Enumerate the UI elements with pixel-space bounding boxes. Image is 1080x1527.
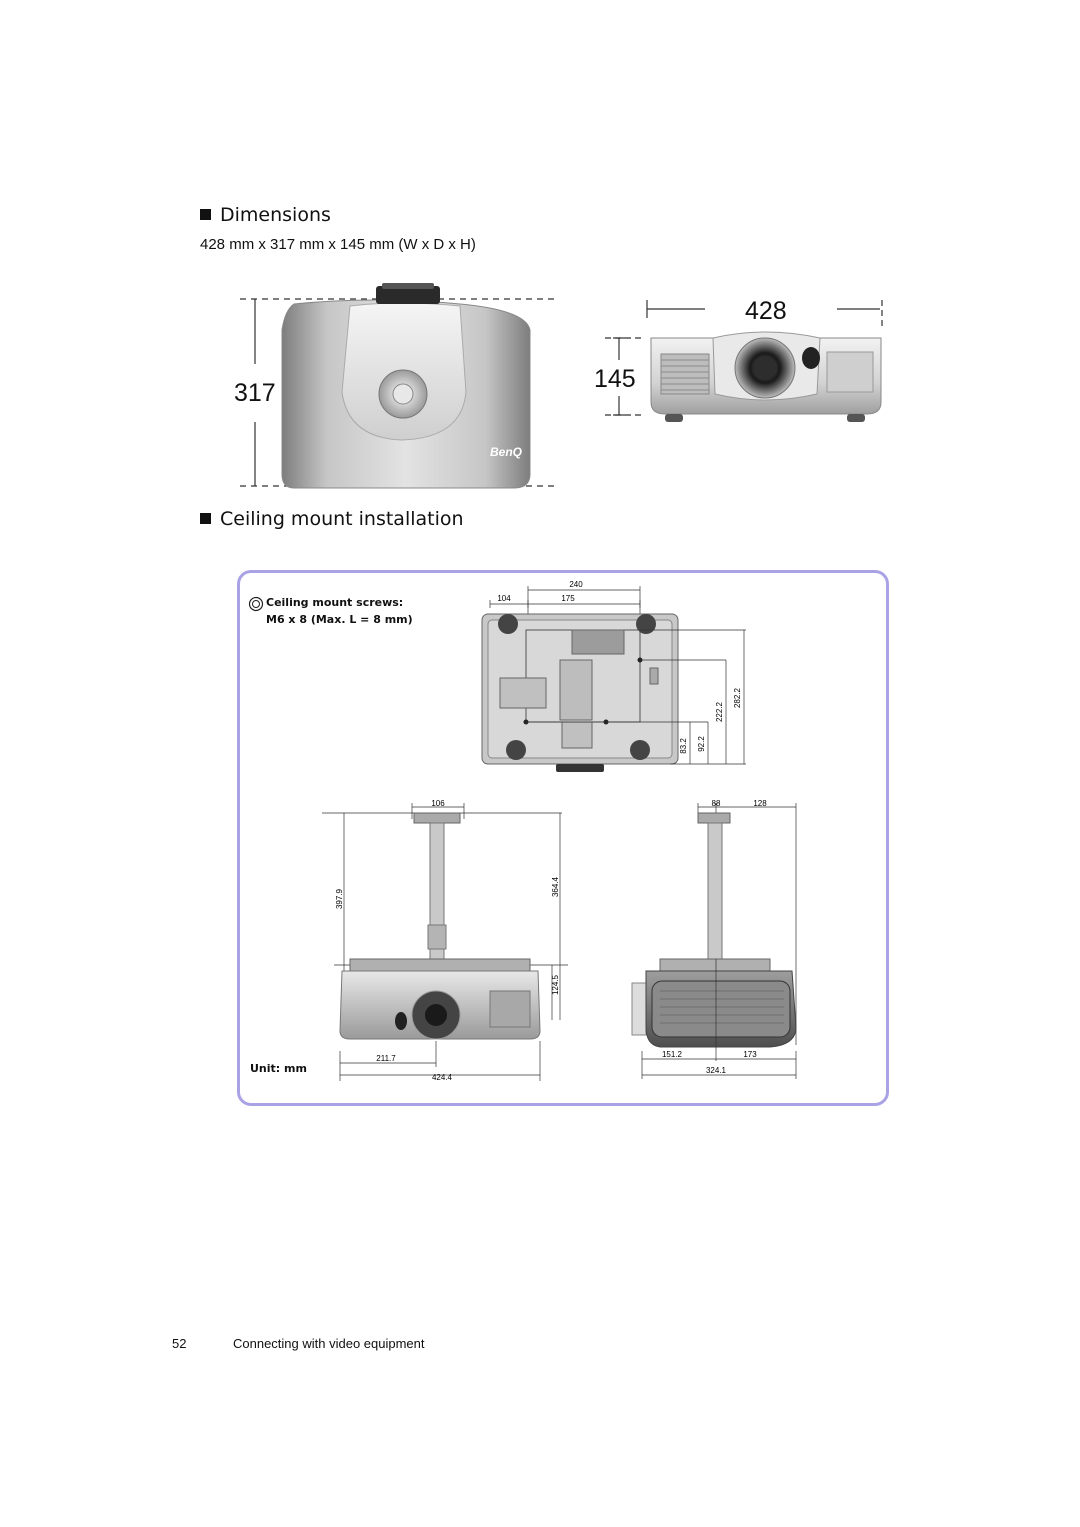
ceiling-heading-text: Ceiling mount installation [220, 508, 464, 530]
dim-83-2: 83.2 [679, 738, 688, 754]
dim-151-2: 151.2 [662, 1050, 683, 1059]
projector-bottom-view: 240 104 175 282.2 222.2 92.2 83.2 [481, 580, 746, 772]
dim-92-2: 92.2 [697, 736, 706, 752]
mount-side-view: 88 128 151.2 173 324.1 [631, 799, 797, 1079]
dim-364-4: 364.4 [551, 876, 560, 897]
projector-top-view: BenQ [240, 283, 558, 489]
projector-front-view [605, 300, 883, 422]
dim-88: 88 [712, 799, 721, 808]
footer-section: Connecting with video equipment [233, 1336, 425, 1351]
dim-222-2: 222.2 [715, 701, 724, 722]
dim-175: 175 [561, 594, 575, 603]
dim-128: 128 [753, 799, 767, 808]
dim-124-5: 124.5 [551, 974, 560, 995]
page-number: 52 [172, 1336, 187, 1351]
dim-324-1: 324.1 [706, 1066, 727, 1075]
screws-line1: Ceiling mount screws: [266, 596, 404, 609]
dim-424-4: 424.4 [432, 1073, 453, 1082]
brand-logo: BenQ [490, 445, 523, 459]
width-label: 428 [745, 297, 787, 325]
height-label: 145 [594, 365, 636, 393]
mount-front-view: 106 397.9 364.4 124.5 211.7 424.4 [322, 799, 568, 1082]
dim-397-9: 397.9 [335, 888, 344, 909]
dim-240: 240 [569, 580, 583, 589]
dimensions-heading-text: Dimensions [220, 204, 331, 226]
dim-104: 104 [497, 594, 511, 603]
heading-bullet [200, 209, 211, 220]
dim-282-2: 282.2 [733, 687, 742, 708]
screws-line2: M6 x 8 (Max. L = 8 mm) [266, 613, 413, 626]
depth-label: 317 [234, 379, 276, 407]
dimensions-heading: Dimensions [200, 204, 331, 226]
ceiling-heading: Ceiling mount installation [200, 508, 464, 530]
dimensions-spec: 428 mm x 317 mm x 145 mm (W x D x H) [200, 236, 476, 253]
screw-icon [248, 596, 264, 612]
dim-173: 173 [743, 1050, 757, 1059]
heading-bullet [200, 513, 211, 524]
dim-211-7: 211.7 [376, 1054, 396, 1063]
unit-label: Unit: mm [250, 1062, 307, 1075]
ceiling-mount-frame [237, 570, 889, 1106]
dim-106: 106 [431, 799, 445, 808]
